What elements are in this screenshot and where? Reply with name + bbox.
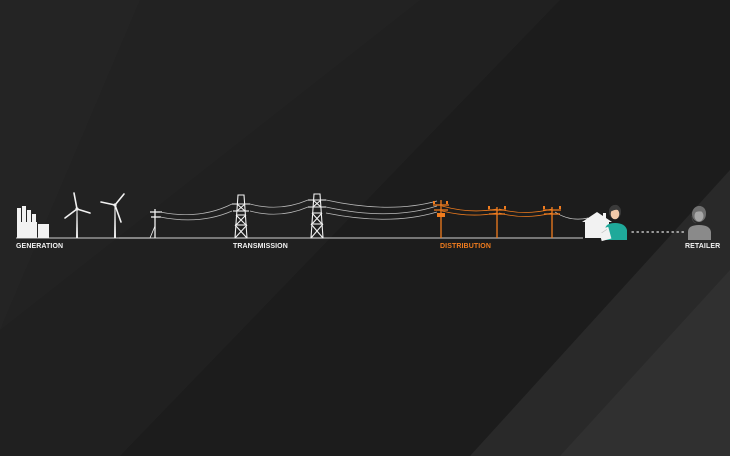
- label-transmission: TRANSMISSION: [233, 243, 288, 250]
- distribution-pole-icon: [433, 200, 449, 238]
- power-plant-icon: [17, 206, 49, 238]
- transmission-wires: [159, 199, 438, 221]
- label-retailer: RETAILER: [685, 243, 721, 250]
- utility-pole-icon: [119, 209, 162, 239]
- customer-icon: [598, 204, 627, 242]
- retailer-icon: [688, 206, 711, 240]
- distribution-pole-icon: [488, 206, 506, 238]
- label-generation: GENERATION: [16, 243, 64, 250]
- service-drop-wire: [554, 211, 589, 220]
- transmission-tower-icon: [308, 193, 326, 239]
- wind-turbine-icon: [100, 193, 125, 238]
- transmission-tower-icon: [232, 194, 250, 239]
- label-distribution: DISTRIBUTION: [440, 243, 491, 250]
- wind-turbine-icon: [64, 192, 91, 238]
- distribution-pole-icon: [543, 206, 561, 238]
